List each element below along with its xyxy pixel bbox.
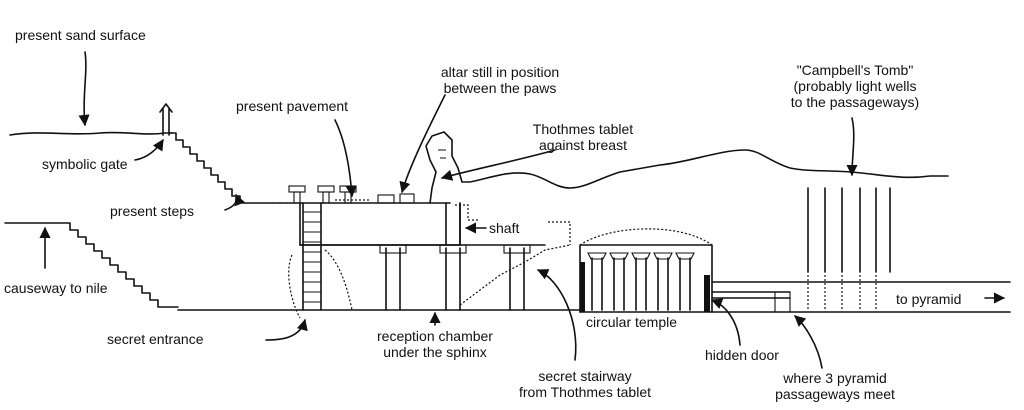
arrow-thothmes-tablet (440, 149, 556, 181)
temple-columns (587, 252, 695, 311)
arrow-present-steps (224, 193, 245, 211)
label-secret-stairway-line2: from Thothmes tablet (518, 384, 652, 400)
sphinx-head-detail (438, 149, 446, 159)
label-reception-chamber-line2: under the sphinx (383, 344, 487, 360)
label-thothmes-tablet-line2: against breast (539, 137, 627, 153)
label-thothmes-tablet-line1: Thothmes tablet (532, 121, 634, 137)
chamber-columns (379, 244, 531, 311)
label-symbolic-gate: symbolic gate (42, 156, 128, 172)
label-thothmes-tablet: Thothmes tablet against breast (498, 121, 668, 153)
pyramid-passage (711, 281, 1011, 313)
passage-junction (774, 292, 791, 312)
shaft-lines (445, 202, 461, 246)
label-secret-stairway-line1: secret stairway (538, 368, 632, 384)
chamber-outline (299, 202, 461, 246)
secret-stairway (459, 244, 571, 306)
label-to-pyramid: to pyramid (896, 291, 962, 307)
upper-staircase (169, 132, 281, 204)
temple-left-wall (580, 262, 585, 312)
altar-box (377, 194, 395, 204)
label-campbells-tomb: "Campbell's Tomb" (probably light wells … (760, 62, 950, 110)
causeway-line (4, 222, 179, 308)
arrow-where-passageways (794, 315, 823, 369)
label-where-passageways-line2: passageways meet (775, 386, 895, 402)
label-where-passageways: where 3 pyramid passageways meet (760, 370, 910, 402)
label-causeway-to-nile: causeway to nile (4, 280, 108, 296)
hidden-door-wall (704, 275, 710, 312)
tablet-box (399, 193, 415, 204)
arrow-secret-entrance (265, 318, 308, 341)
label-circular-temple: circular temple (586, 314, 678, 330)
label-shaft: shaft (489, 220, 520, 236)
entrance-rubble (288, 249, 353, 319)
arrow-present-pavement (334, 119, 357, 198)
arrow-secret-stairway (536, 269, 577, 361)
sphinx-silhouette (425, 131, 949, 204)
label-present-pavement: present pavement (236, 98, 349, 114)
label-campbells-tomb-line2: (probably light wells (793, 78, 917, 94)
label-reception-chamber-line1: reception chamber (377, 328, 493, 344)
entrance-ladder (302, 202, 322, 311)
label-present-steps: present steps (110, 203, 195, 219)
label-campbells-tomb-line3: to the passageways) (790, 94, 920, 110)
label-reception-chamber: reception chamber under the sphinx (360, 328, 510, 360)
arrow-campbells-tomb (846, 117, 858, 177)
label-where-passageways-line1: where 3 pyramid (783, 370, 887, 386)
label-hidden-door: hidden door (705, 347, 779, 363)
shaft-dotted (455, 204, 571, 245)
label-campbells-tomb-line1: "Campbell's Tomb" (796, 62, 914, 78)
label-present-sand-surface: present sand surface (15, 27, 146, 43)
symbolic-gate-shape (159, 103, 173, 136)
label-altar-line1: altar still in position (440, 64, 560, 80)
label-secret-entrance: secret entrance (107, 331, 204, 347)
top-pillars (288, 185, 357, 204)
label-altar: altar still in position between the paws (400, 64, 600, 96)
arrow-symbolic-gate (134, 139, 164, 161)
label-secret-stairway: secret stairway from Thothmes tablet (505, 368, 665, 400)
arrow-sand-surface (78, 51, 90, 127)
temple-dome (579, 228, 713, 246)
sand-surface-line (9, 131, 173, 136)
arrow-altar (399, 94, 446, 194)
arrow-hidden-door (710, 298, 741, 346)
label-altar-line2: between the paws (443, 80, 557, 96)
light-wells (807, 187, 891, 310)
